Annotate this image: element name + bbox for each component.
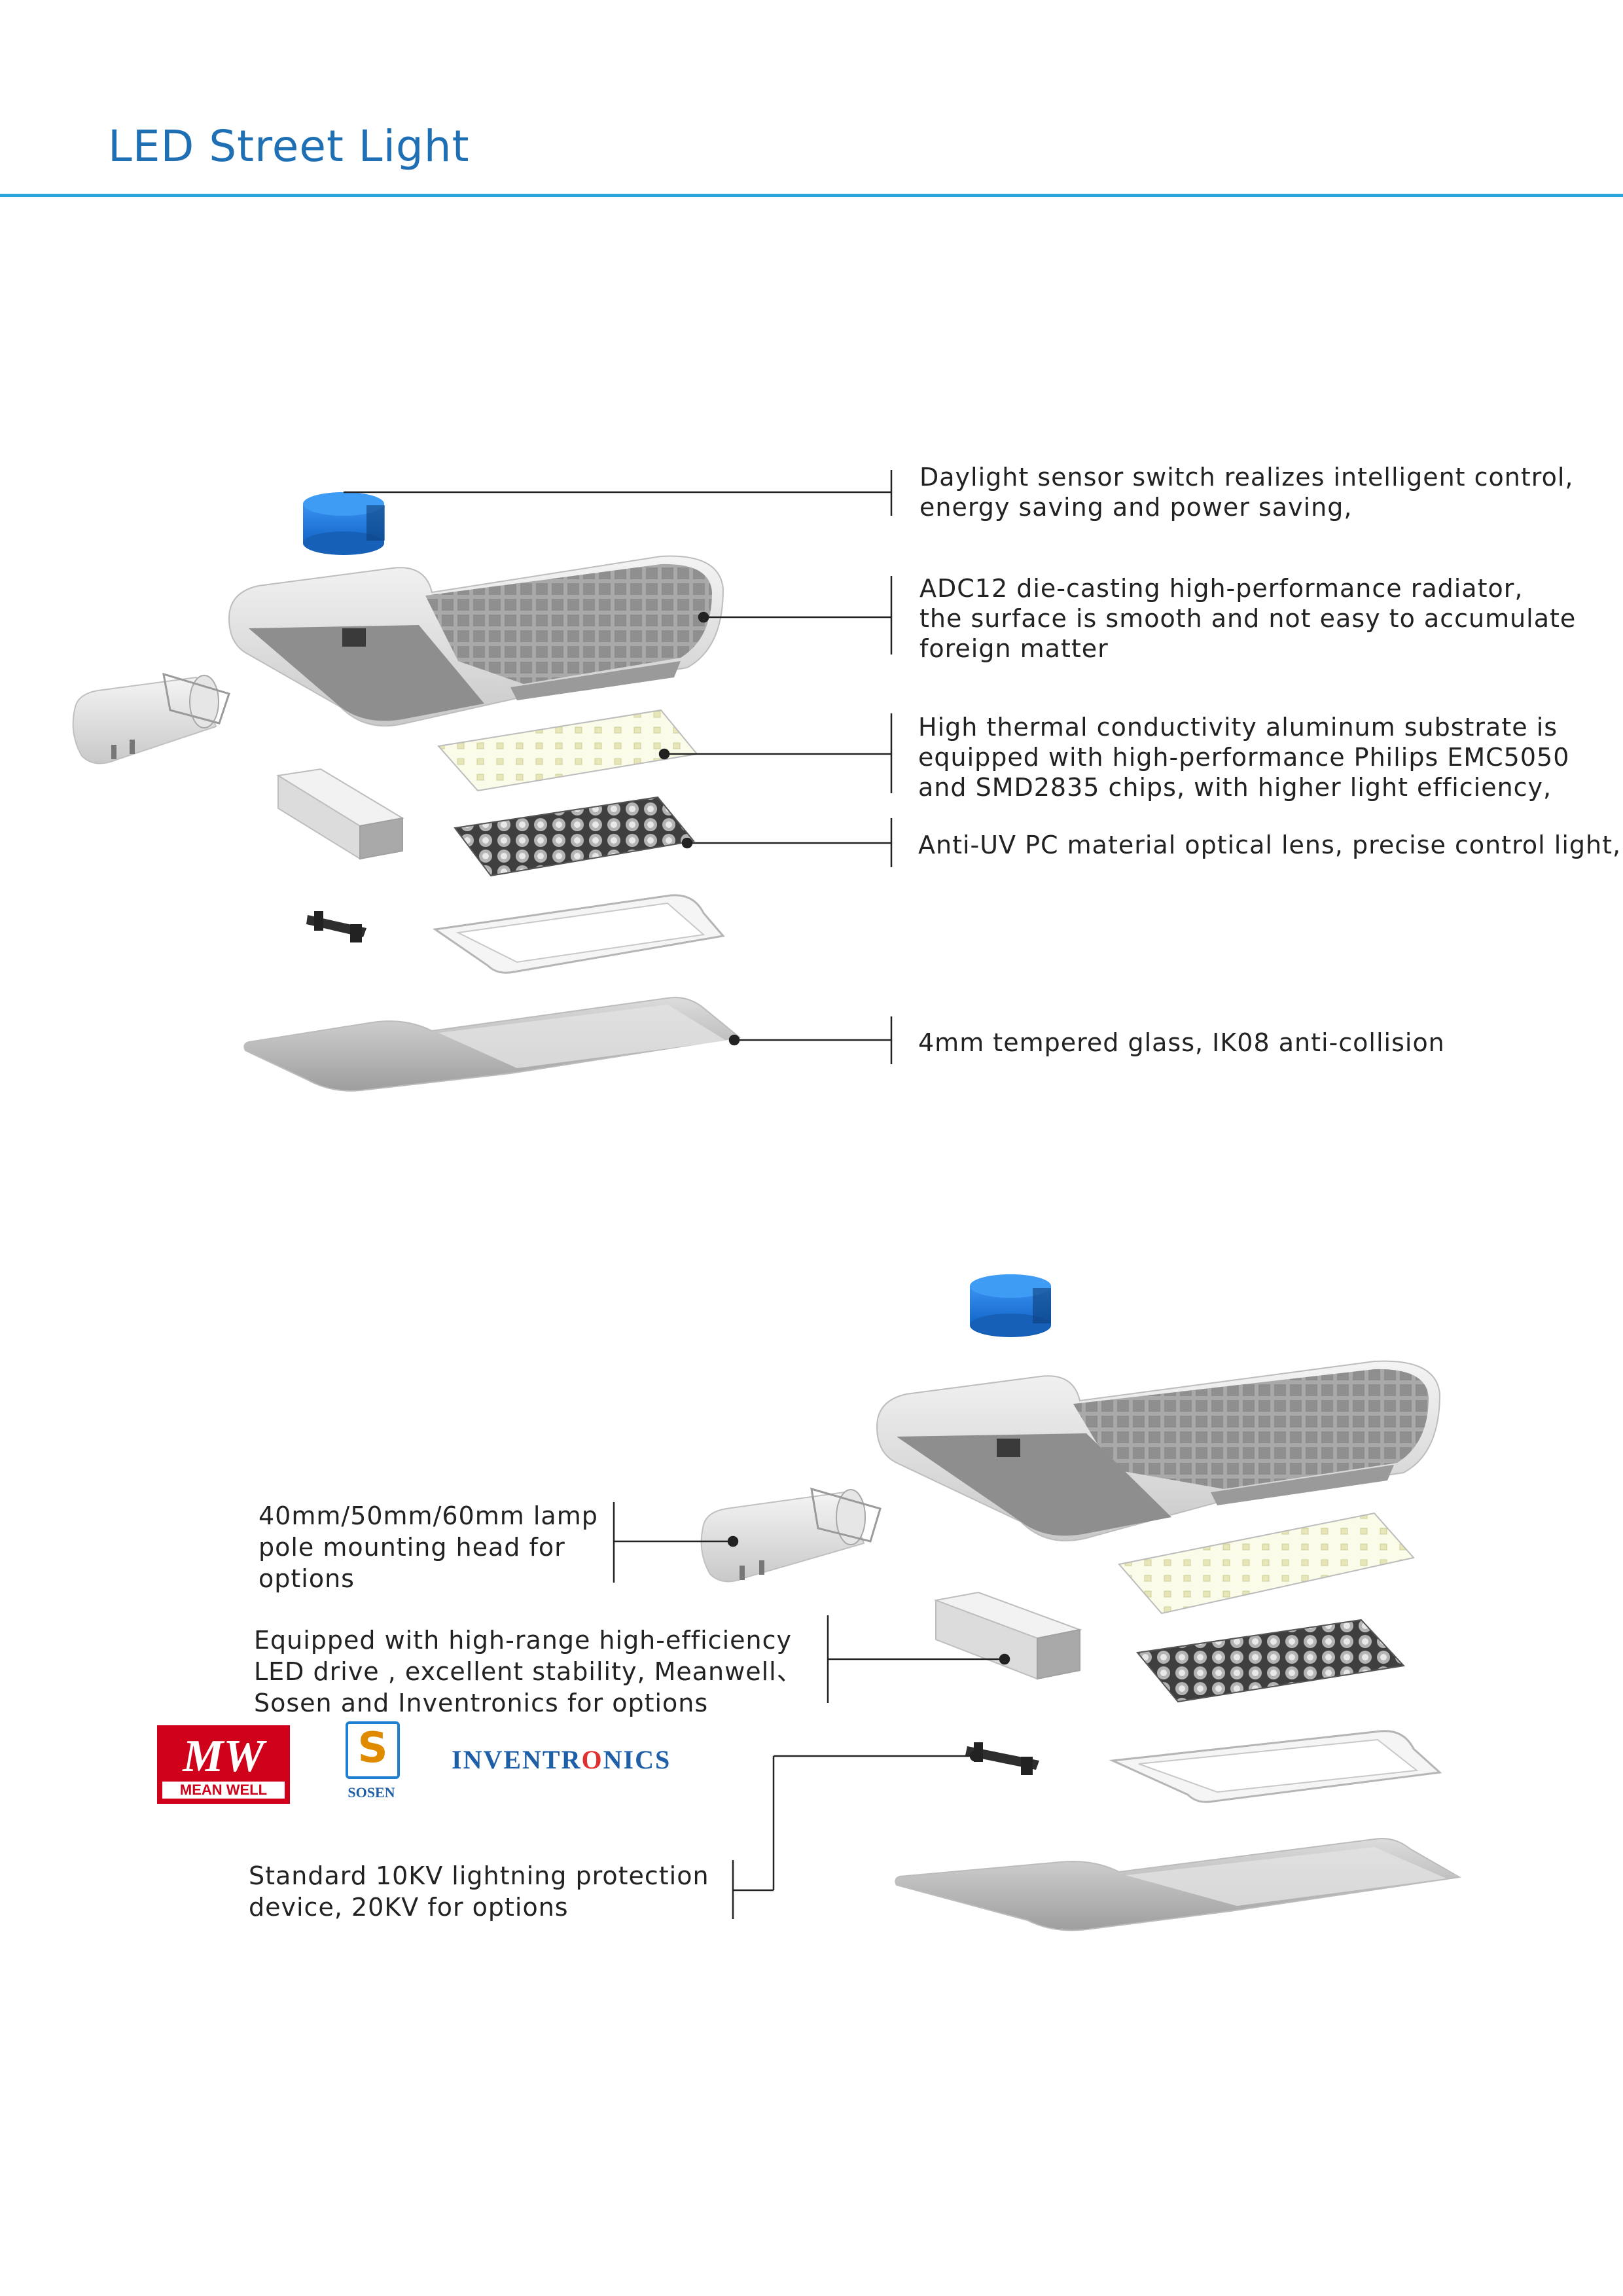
led-aluminum-substrate-2 <box>1118 1512 1415 1615</box>
callout-radiator: ADC12 die-casting high-performance radia… <box>919 574 1577 663</box>
header-divider <box>0 194 1623 197</box>
daylight-sensor <box>303 492 385 555</box>
daylight-sensor-2 <box>970 1274 1051 1337</box>
tempered-glass-2 <box>895 1838 1461 1931</box>
meanwell-logo: MW MEAN WELL <box>157 1725 290 1804</box>
pole-mounting-head <box>72 672 230 764</box>
callout-led-driver: Equipped with high-range high-efficiency… <box>254 1626 802 1717</box>
pole-mounting-head-2 <box>700 1487 882 1583</box>
lightning-protector <box>306 911 366 942</box>
section2-leader-lines <box>613 1502 1010 1919</box>
sosen-logo: S SOSEN <box>340 1721 402 1806</box>
optical-lens-2 <box>1136 1619 1406 1703</box>
inventronics-logo: INVENTRONICS <box>452 1745 671 1774</box>
radiator-housing-2 <box>876 1360 1441 1542</box>
section1-components <box>72 492 741 1092</box>
optical-lens <box>454 796 695 877</box>
led-driver-box-2 <box>933 1591 1082 1680</box>
callout-aluminum-substrate: High thermal conductivity aluminum subst… <box>918 713 1570 802</box>
tempered-glass <box>243 997 741 1092</box>
radiator-housing <box>228 555 724 727</box>
sealing-frame <box>432 894 725 974</box>
section1-leader-lines <box>344 470 893 1064</box>
section2-components <box>700 1274 1461 1931</box>
led-driver-box <box>276 768 404 860</box>
sealing-frame-2 <box>1109 1730 1442 1803</box>
page-title: LED Street Light <box>108 121 470 171</box>
led-aluminum-substrate <box>437 709 698 792</box>
callout-tempered-glass: 4mm tempered glass, IK08 anti-collision <box>918 1028 1445 1057</box>
callout-optical-lens: Anti-UV PC material optical lens, precis… <box>918 831 1622 859</box>
callout-daylight-sensor: Daylight sensor switch realizes intellig… <box>919 463 1574 522</box>
